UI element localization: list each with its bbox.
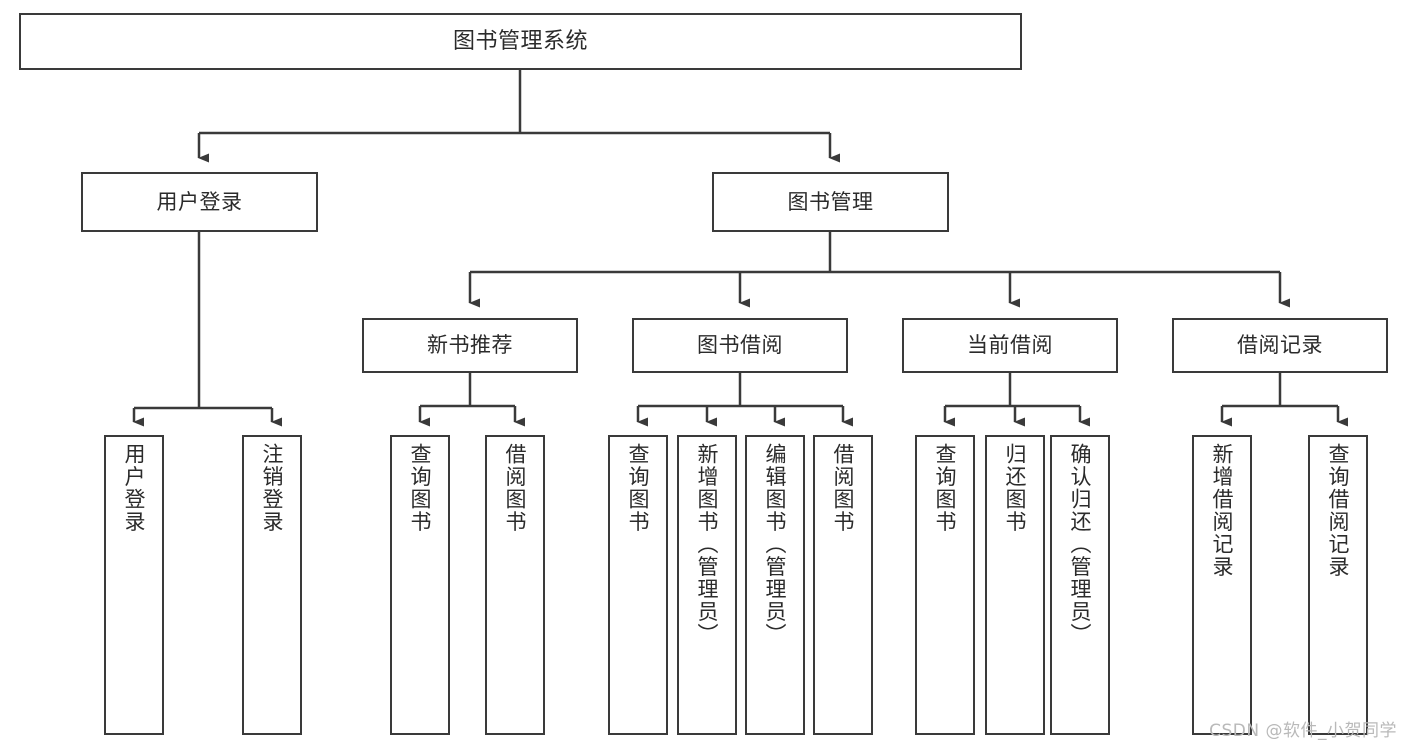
- node-leaf-query-book-1[interactable]: 查询图书: [390, 435, 450, 735]
- node-current-borrow-label: 当前借阅: [967, 333, 1053, 358]
- node-leaf-borrow-book-2[interactable]: 借阅图书: [813, 435, 873, 735]
- node-leaf-return-book[interactable]: 归还图书: [985, 435, 1045, 735]
- node-leaf-add-book-label: 新增图书（管理员）: [695, 443, 720, 646]
- node-leaf-query-book-1-label: 查询图书: [408, 443, 433, 533]
- node-leaf-query-book-3-label: 查询图书: [933, 443, 958, 533]
- node-leaf-edit-book[interactable]: 编辑图书（管理员）: [745, 435, 805, 735]
- node-leaf-add-book[interactable]: 新增图书（管理员）: [677, 435, 737, 735]
- node-leaf-query-book-3[interactable]: 查询图书: [915, 435, 975, 735]
- node-book-manage-label: 图书管理: [787, 189, 874, 214]
- node-leaf-confirm-return[interactable]: 确认归还（管理员）: [1050, 435, 1110, 735]
- node-leaf-query-record-label: 查询借阅记录: [1326, 443, 1351, 578]
- node-user-login-label: 用户登录: [156, 189, 243, 214]
- node-leaf-borrow-book-2-label: 借阅图书: [831, 443, 856, 533]
- node-leaf-edit-book-label: 编辑图书（管理员）: [763, 443, 788, 646]
- node-leaf-user-login-label: 用户登录: [122, 443, 147, 533]
- node-book-manage[interactable]: 图书管理: [712, 172, 949, 232]
- node-leaf-query-book-2[interactable]: 查询图书: [608, 435, 668, 735]
- node-new-book-rec-label: 新书推荐: [427, 333, 513, 358]
- node-leaf-borrow-book-1-label: 借阅图书: [503, 443, 528, 533]
- watermark: CSDN @软件_小贺同学: [1209, 721, 1397, 741]
- node-leaf-query-book-2-label: 查询图书: [626, 443, 651, 533]
- node-leaf-return-book-label: 归还图书: [1003, 443, 1028, 533]
- node-current-borrow[interactable]: 当前借阅: [902, 318, 1118, 373]
- node-borrow-record-label: 借阅记录: [1237, 333, 1323, 358]
- node-leaf-confirm-return-label: 确认归还（管理员）: [1068, 443, 1093, 646]
- node-borrow-record[interactable]: 借阅记录: [1172, 318, 1388, 373]
- node-book-borrow[interactable]: 图书借阅: [632, 318, 848, 373]
- node-leaf-user-login[interactable]: 用户登录: [104, 435, 164, 735]
- node-root[interactable]: 图书管理系统: [19, 13, 1022, 70]
- node-new-book-rec[interactable]: 新书推荐: [362, 318, 578, 373]
- node-leaf-query-record[interactable]: 查询借阅记录: [1308, 435, 1368, 735]
- node-leaf-logout-label: 注销登录: [260, 443, 285, 533]
- node-user-login[interactable]: 用户登录: [81, 172, 318, 232]
- node-leaf-borrow-book-1[interactable]: 借阅图书: [485, 435, 545, 735]
- node-book-borrow-label: 图书借阅: [697, 333, 783, 358]
- node-root-label: 图书管理系统: [452, 28, 588, 54]
- node-leaf-add-record[interactable]: 新增借阅记录: [1192, 435, 1252, 735]
- node-leaf-add-record-label: 新增借阅记录: [1210, 443, 1235, 578]
- node-leaf-logout[interactable]: 注销登录: [242, 435, 302, 735]
